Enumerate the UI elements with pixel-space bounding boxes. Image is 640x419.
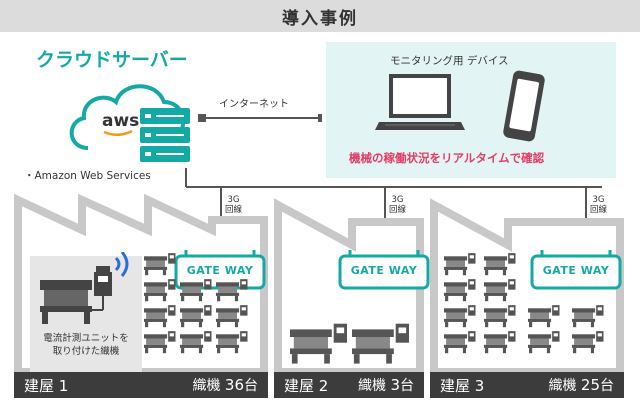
- loom-b2-1: [352, 323, 409, 364]
- loom-b1-4: [180, 305, 212, 328]
- loom-b1-2: [144, 331, 176, 354]
- laptop-icon: [375, 74, 465, 130]
- monitoring-panel: [326, 42, 616, 178]
- smartphone-icon: [503, 70, 545, 142]
- building-3-name: 建屋 3: [440, 376, 485, 395]
- internet-label: インターネット: [219, 99, 289, 110]
- loom-b3-1: [444, 305, 476, 328]
- loom-b1-7: [216, 305, 248, 328]
- loom-b1-1: [144, 305, 176, 328]
- loom-b2-0: [290, 323, 347, 364]
- loom-b3-0: [444, 279, 476, 302]
- building-1-name: 建屋 1: [24, 376, 69, 395]
- gateway-label-2: GATE WAY: [350, 264, 418, 277]
- gateway-icon-3: [530, 250, 622, 290]
- aws-logo-text: aws: [102, 111, 139, 131]
- building-1-footer: 建屋 1 織機 36台: [14, 372, 268, 398]
- building-2-footer: 建屋 2 織機 3台: [274, 372, 424, 398]
- building-2-machines: 織機 3台: [358, 376, 414, 394]
- loom-b3-10: [444, 253, 476, 276]
- measuring-unit-loom-icon: [40, 252, 129, 324]
- loom-b3-11: [484, 253, 516, 276]
- internet-connection-line: [198, 114, 322, 122]
- loom-b3-2: [444, 331, 476, 354]
- loom-b1-3: [180, 279, 212, 302]
- monitoring-title: モニタリング用 デバイス: [390, 55, 509, 67]
- building-1-machines: 織機 36台: [192, 376, 258, 394]
- loom-b1-8: [216, 331, 248, 354]
- loom-b3-9: [572, 331, 604, 354]
- page-title: 導入事例: [282, 8, 358, 29]
- page-header: 導入事例: [0, 0, 640, 32]
- loom-b1-9: [144, 253, 176, 276]
- gateway-label-3: GATE WAY: [542, 264, 610, 277]
- loom-b3-7: [528, 331, 560, 354]
- loom-b3-6: [528, 305, 560, 328]
- measuring-unit-label: 電流計測ユニットを 取り付けた織機: [43, 333, 129, 357]
- loom-b3-8: [572, 305, 604, 328]
- loom-b3-3: [484, 279, 516, 302]
- building-2-name: 建屋 2: [284, 376, 329, 395]
- monitoring-caption: 機械の稼働状況をリアルタイムで確認: [349, 151, 545, 165]
- cloud-server-title: クラウドサーバー: [36, 49, 188, 71]
- building-3-machines: 織機 25台: [548, 376, 614, 394]
- gateway-icon-2: [338, 250, 430, 290]
- loom-b1-5: [180, 331, 212, 354]
- aws-note: ・Amazon Web Services: [24, 170, 151, 182]
- loom-b3-4: [484, 305, 516, 328]
- gateway-label-1: GATE WAY: [186, 264, 254, 277]
- building-3-footer: 建屋 3 織機 25台: [430, 372, 624, 398]
- loom-b3-5: [484, 331, 516, 354]
- loom-b1-0: [144, 279, 176, 302]
- loom-b1-6: [216, 279, 248, 302]
- aws-cloud-server-icon: aws: [69, 84, 190, 162]
